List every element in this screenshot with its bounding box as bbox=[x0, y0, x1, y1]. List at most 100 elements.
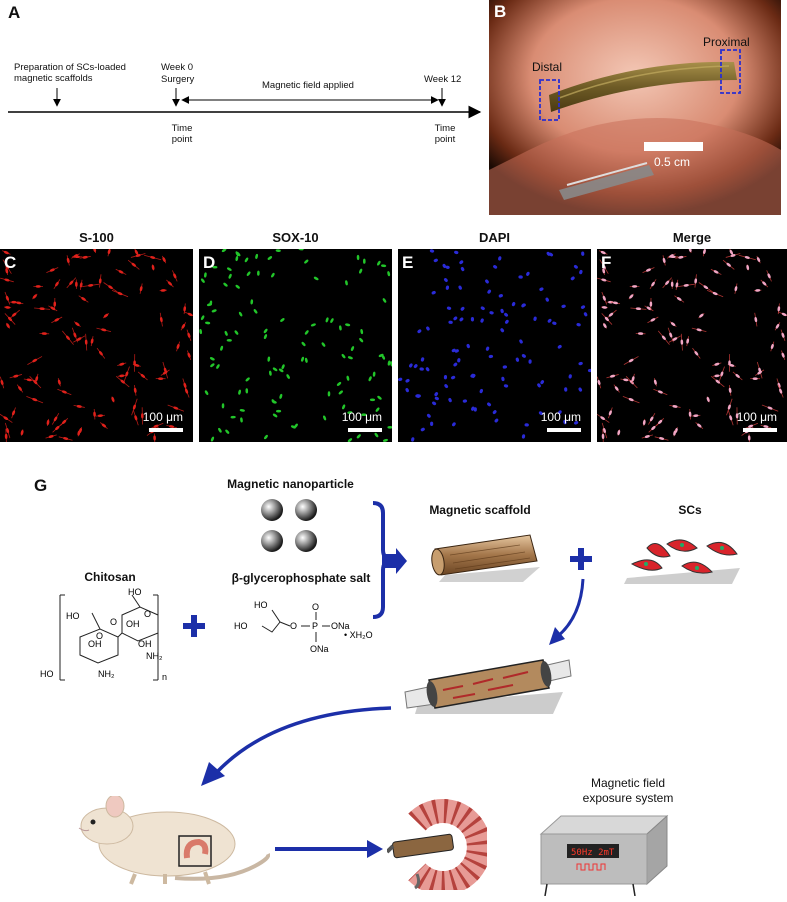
cell-nucleus bbox=[665, 280, 670, 285]
cell-nucleus bbox=[310, 323, 316, 327]
cell-nucleus bbox=[454, 349, 459, 353]
nanoparticle-label: Magnetic nanoparticle bbox=[227, 477, 354, 491]
cell-nucleus bbox=[212, 265, 218, 269]
cell-nucleus bbox=[132, 404, 136, 410]
cell-nucleus bbox=[173, 406, 179, 410]
cell-nucleus bbox=[583, 312, 588, 317]
cell-nucleus bbox=[453, 316, 458, 321]
magnetic-scaffold-illustration bbox=[431, 534, 540, 582]
cell-nucleus bbox=[160, 289, 166, 292]
cell-nucleus bbox=[492, 410, 497, 415]
cell-nucleus bbox=[298, 249, 304, 251]
cell-nucleus bbox=[587, 368, 591, 373]
chitosan-atom-ho-1: HO bbox=[66, 611, 80, 621]
exposure-display-text: 50Hz 2mT bbox=[571, 848, 615, 858]
cell-nucleus bbox=[345, 280, 348, 286]
cell-nucleus bbox=[781, 352, 785, 358]
cell-nucleus bbox=[5, 264, 9, 269]
cell-nucleus bbox=[330, 318, 334, 323]
chitosan-atom-nh2-1: NH₂ bbox=[98, 669, 115, 679]
cell-nucleus bbox=[578, 361, 583, 366]
cell-nucleus bbox=[703, 249, 706, 255]
cell-nucleus bbox=[271, 272, 275, 278]
cell-nucleus bbox=[480, 306, 485, 311]
cell-nucleus bbox=[600, 250, 606, 255]
cell-nucleus bbox=[526, 271, 530, 276]
cell-nucleus bbox=[608, 300, 614, 304]
cell-nucleus bbox=[255, 253, 258, 259]
cell-nucleus bbox=[489, 311, 494, 315]
scaffold-label: Magnetic scaffold bbox=[429, 503, 531, 517]
cell-nucleus bbox=[359, 338, 364, 343]
cell-nucleus bbox=[167, 281, 172, 286]
field-label: Magnetic field applied bbox=[262, 80, 354, 91]
cell-nucleus bbox=[415, 394, 420, 398]
cell-nucleus bbox=[425, 367, 430, 372]
cell-nucleus bbox=[336, 381, 342, 386]
cell-nucleus bbox=[672, 405, 678, 408]
cell-nucleus bbox=[227, 267, 232, 271]
cell-nucleus bbox=[76, 337, 82, 341]
cell-nucleus bbox=[253, 309, 258, 314]
cell-nucleus bbox=[49, 268, 55, 272]
cell-nucleus bbox=[539, 287, 544, 291]
cell-nucleus bbox=[426, 413, 431, 418]
cell-nucleus bbox=[361, 413, 367, 417]
cell-nucleus bbox=[11, 300, 17, 304]
cell-nucleus bbox=[200, 315, 205, 321]
cell-nucleus bbox=[727, 404, 731, 410]
micrograph-title-dapi: DAPI bbox=[478, 230, 511, 245]
cell-nucleus bbox=[445, 265, 450, 269]
cell-nucleus bbox=[238, 389, 241, 395]
cell-nucleus bbox=[460, 306, 465, 311]
micrograph-s100: C 100 μm bbox=[0, 249, 193, 442]
cell-nucleus bbox=[210, 363, 215, 368]
cell-nucleus bbox=[216, 364, 220, 369]
scale-bar-e bbox=[547, 428, 581, 432]
cell-nucleus bbox=[763, 425, 769, 428]
cell-nucleus bbox=[61, 390, 67, 394]
cell-nucleus bbox=[557, 344, 562, 349]
cell-nucleus bbox=[485, 346, 490, 351]
scale-label-c: 100 μm bbox=[142, 410, 183, 424]
chitosan-atom-ho-2: HO bbox=[40, 669, 54, 679]
cell-nucleus bbox=[417, 329, 422, 334]
cell-nucleus bbox=[431, 290, 436, 295]
cell-nucleus bbox=[269, 370, 272, 376]
cell-nucleus bbox=[603, 323, 607, 329]
cell-nucleus bbox=[218, 427, 222, 433]
cell-nucleus bbox=[239, 409, 245, 412]
cell-nucleus bbox=[712, 292, 718, 296]
cell-nucleus bbox=[430, 421, 434, 427]
cell-nucleus bbox=[500, 308, 504, 314]
cell-nucleus bbox=[699, 313, 704, 318]
cell-nucleus bbox=[162, 370, 168, 375]
chitosan-label: Chitosan bbox=[84, 570, 136, 584]
cell-nucleus bbox=[466, 343, 470, 349]
cell-nucleus bbox=[623, 378, 629, 382]
cell-nucleus bbox=[4, 278, 10, 282]
scale-bar-c bbox=[149, 428, 183, 432]
prep-label: Preparation of SCs-loaded magnetic scaff… bbox=[14, 62, 126, 84]
cell-nucleus bbox=[187, 332, 191, 338]
cell-nucleus bbox=[573, 264, 578, 269]
cell-nucleus bbox=[720, 371, 724, 377]
cell-nucleus bbox=[651, 425, 656, 430]
cell-nucleus bbox=[12, 410, 16, 416]
cell-nucleus bbox=[670, 322, 676, 327]
cell-nucleus bbox=[757, 370, 762, 375]
cell-nucleus bbox=[244, 257, 249, 263]
scale-label-f: 100 μm bbox=[736, 410, 777, 424]
cell-nucleus bbox=[558, 410, 562, 415]
cell-nucleus bbox=[135, 254, 141, 257]
cell-nucleus bbox=[139, 286, 143, 292]
cell-nucleus bbox=[6, 428, 10, 434]
cell-nucleus bbox=[493, 265, 498, 269]
cell-nucleus bbox=[382, 298, 387, 303]
cell-nucleus bbox=[50, 306, 56, 311]
chitosan-atom-nh2-2: NH₂ bbox=[146, 651, 163, 661]
cell-nucleus bbox=[488, 354, 494, 359]
cell-nucleus bbox=[304, 330, 309, 335]
cell-nucleus bbox=[66, 335, 70, 340]
cell-nucleus bbox=[301, 356, 305, 362]
